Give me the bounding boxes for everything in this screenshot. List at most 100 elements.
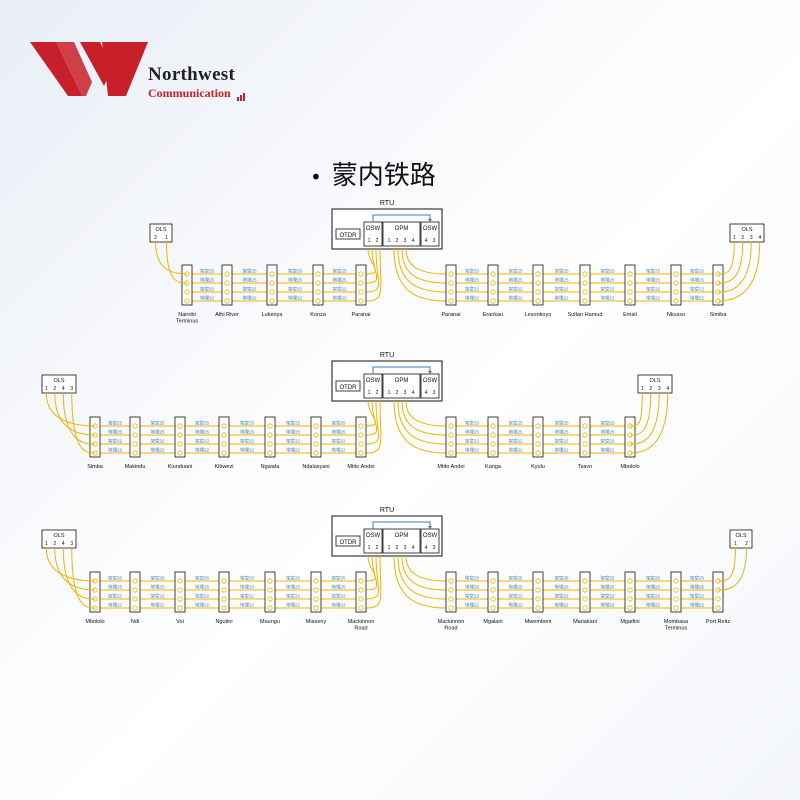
ols-port-label: 4 xyxy=(62,386,65,392)
fiber-span-label: 地埋25 xyxy=(150,584,165,590)
fiber-span-label: 架空22 xyxy=(108,438,123,445)
fiber-span-label: 地埋25 xyxy=(286,584,301,590)
fiber-span-label: 地埋22 xyxy=(332,295,347,301)
splice-icon xyxy=(535,280,541,286)
splice-icon xyxy=(490,289,496,295)
splice-icon xyxy=(267,605,273,611)
rtu-port-label: 1 xyxy=(388,545,391,551)
splice-icon xyxy=(448,578,454,584)
rtu-label: RTU xyxy=(380,200,394,207)
osw-arrow xyxy=(372,214,431,222)
splice-icon xyxy=(132,423,138,429)
ols-fiber xyxy=(62,392,96,445)
opm-label: OPM xyxy=(395,378,409,384)
splice-icon xyxy=(582,605,588,611)
fiber-span-label: 架空25 xyxy=(508,268,523,275)
fiber-span-label: 架空22 xyxy=(195,593,210,600)
fiber-span-label: 地埋25 xyxy=(508,429,523,435)
fiber-span-label: 地埋25 xyxy=(508,277,523,283)
fiber-span-label: 架空25 xyxy=(108,420,123,427)
fiber-span-label: 架空25 xyxy=(332,268,347,275)
rtu-fiber-left xyxy=(365,248,376,275)
ols-port-label: 2 xyxy=(53,541,56,547)
splice-icon xyxy=(535,578,541,584)
station-name-right-4: Tsavo xyxy=(578,464,592,470)
splice-icon xyxy=(490,596,496,602)
ols-fiber xyxy=(54,392,96,436)
fiber-span-label: 架空25 xyxy=(195,420,210,427)
rtu-fiber-right xyxy=(397,248,447,293)
splice-icon xyxy=(315,271,321,277)
splice-icon xyxy=(358,423,364,429)
splice-icon xyxy=(448,432,454,438)
rtu-port-label: 4 xyxy=(425,390,428,396)
splice-icon xyxy=(582,587,588,593)
fiber-span-label: 架空22 xyxy=(108,593,123,600)
splice-icon xyxy=(448,271,454,277)
splice-icon xyxy=(177,587,183,593)
fiber-span-label: 架空25 xyxy=(242,268,257,275)
page-title-text: 蒙内铁路 xyxy=(331,161,436,191)
splice-icon xyxy=(582,423,588,429)
splice-icon xyxy=(627,271,633,277)
station-name-right-2: Erankau xyxy=(483,312,504,318)
rtu-fiber-left xyxy=(365,248,378,284)
splice-icon xyxy=(267,450,273,456)
fiber-span-label: 架空22 xyxy=(240,438,255,445)
fiber-span-label: 地埋25 xyxy=(108,584,123,590)
ols-box-right xyxy=(729,223,765,243)
station-name-right-3: Kyulu xyxy=(531,464,545,470)
otdr-label: OTDR xyxy=(340,233,358,239)
otdr-label: OTDR xyxy=(340,540,358,546)
splice-icon xyxy=(535,289,541,295)
splice-icon xyxy=(582,280,588,286)
ols-port-label: 4 xyxy=(758,235,761,241)
rtu-fiber-left xyxy=(365,400,378,436)
rtu-port-label: 4 xyxy=(412,545,415,551)
rtu-fiber-left xyxy=(365,248,379,293)
splice-icon xyxy=(490,280,496,286)
splice-icon xyxy=(535,587,541,593)
fiber-span-label: 架空25 xyxy=(240,420,255,427)
rtu-label: RTU xyxy=(380,507,394,514)
ols-fiber xyxy=(54,547,96,591)
rtu-fiber-left xyxy=(365,555,378,591)
splice-icon xyxy=(221,605,227,611)
splice-icon xyxy=(313,605,319,611)
fiber-span-label: 架空25 xyxy=(554,575,569,582)
splice-icon xyxy=(535,423,541,429)
rtu-port-label: 3 xyxy=(433,390,436,396)
station-name-left-2: Ndi xyxy=(131,619,139,625)
fiber-span-label: 架空25 xyxy=(240,575,255,582)
splice-icon xyxy=(490,298,496,304)
fiber-span-label: 地埋25 xyxy=(240,584,255,590)
brand-name: Northwest xyxy=(148,64,236,85)
ols-label-right: OLS xyxy=(649,378,660,384)
splice-icon xyxy=(313,423,319,429)
rtu-fiber-left xyxy=(365,400,382,454)
ols-port-label: 1 xyxy=(45,386,48,392)
fiber-span-label: 架空25 xyxy=(646,575,661,582)
fiber-span-label: 架空22 xyxy=(465,286,480,293)
station-name-right-5: Emali xyxy=(623,312,637,318)
splice-icon xyxy=(535,450,541,456)
splice-icon xyxy=(132,587,138,593)
splice-icon xyxy=(177,432,183,438)
rtu-fiber-right xyxy=(393,400,447,454)
splice-icon xyxy=(313,432,319,438)
splice-icon xyxy=(184,289,190,295)
station-name-right-4: Mariakani xyxy=(573,619,597,625)
splice-icon xyxy=(358,280,364,286)
ols-fiber xyxy=(717,241,744,284)
station-name-right-5: Mgadini xyxy=(620,619,639,625)
station-name-right-2: Kanga xyxy=(485,464,502,470)
fiber-span-label: 地埋22 xyxy=(690,295,705,301)
fiber-span-label: 架空22 xyxy=(508,286,523,293)
fiber-span-label: 地埋25 xyxy=(600,584,615,590)
fiber-span-label: 地埋22 xyxy=(465,602,480,608)
fiber-span-label: 地埋25 xyxy=(465,277,480,283)
splice-icon xyxy=(177,578,183,584)
fiber-span-label: 地埋22 xyxy=(286,447,301,453)
rtu-fiber-right xyxy=(405,400,447,427)
